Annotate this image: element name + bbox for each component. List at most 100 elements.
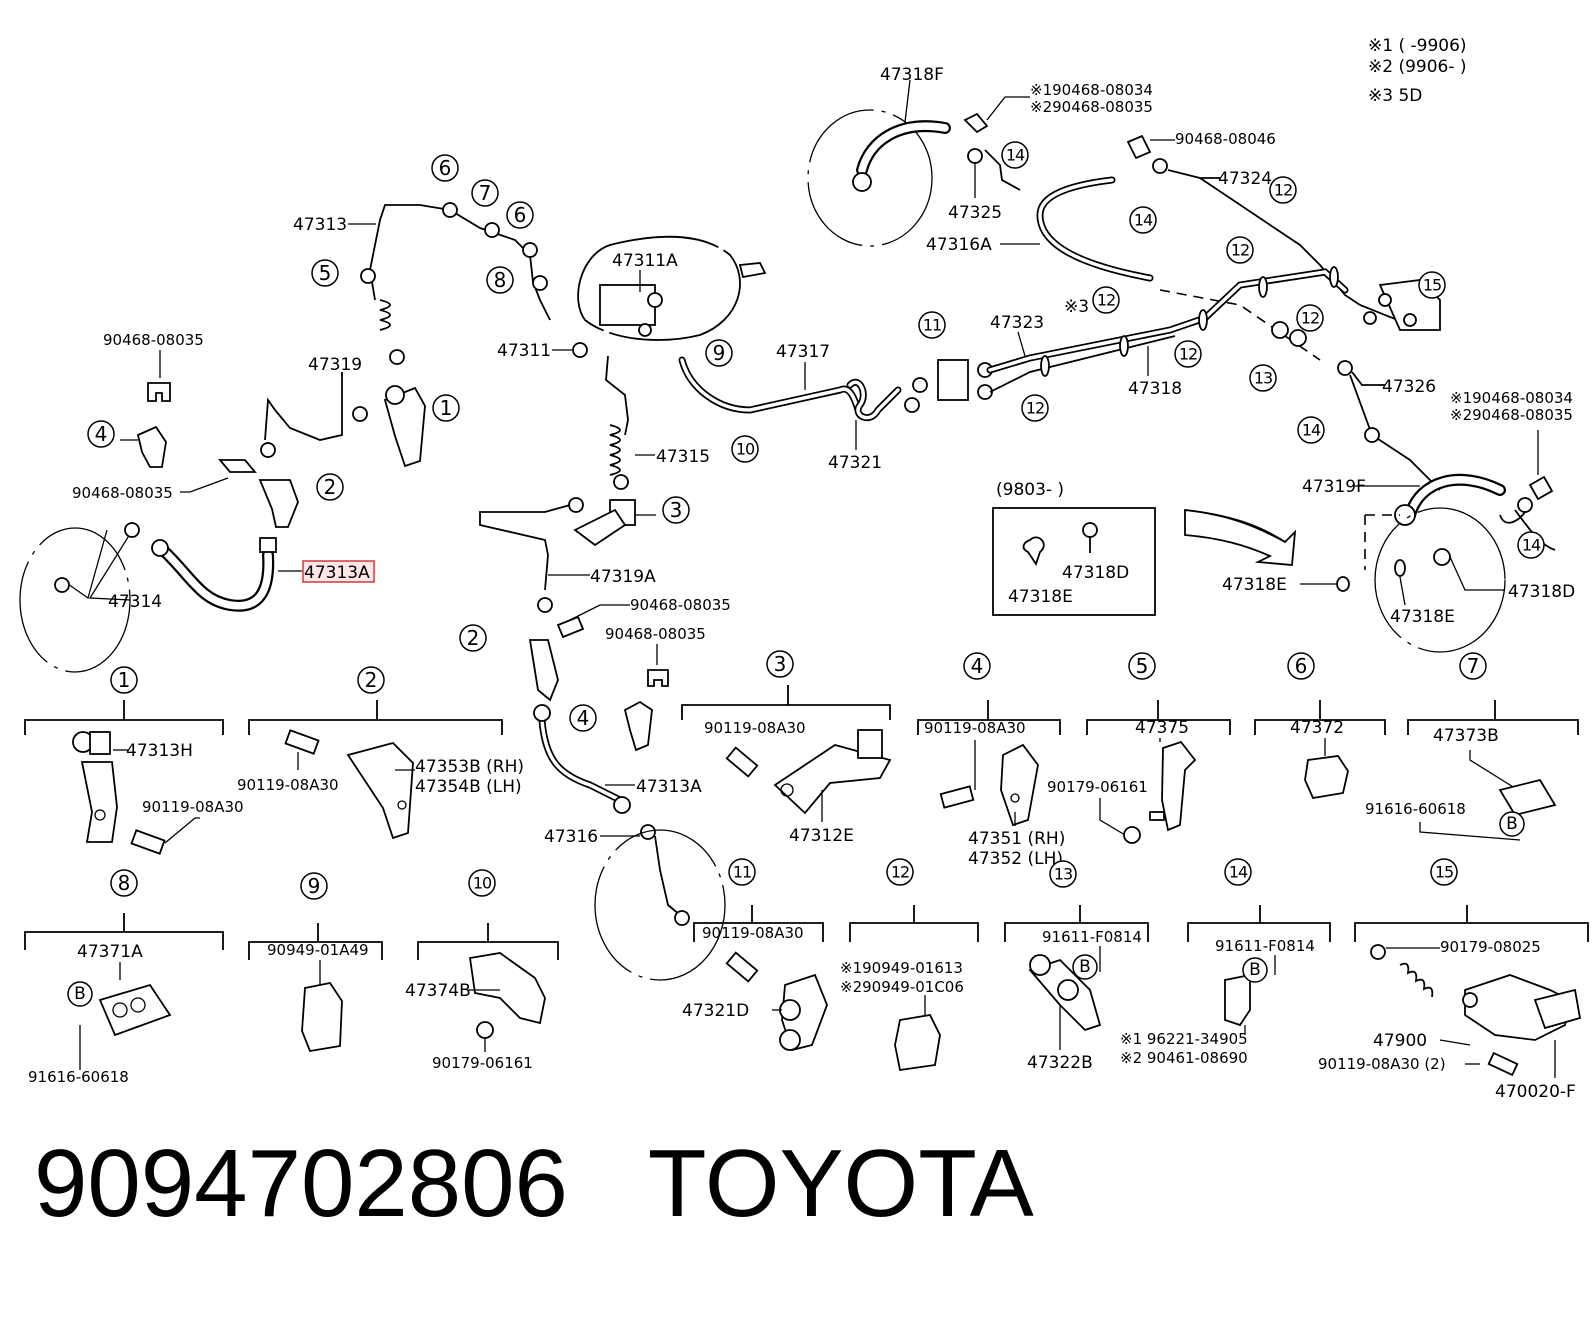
svg-text:14: 14 — [1302, 421, 1321, 440]
label-90119-08A30e: 90119-08A30 — [702, 924, 804, 942]
label-47371A: 47371A — [77, 942, 143, 962]
svg-text:5: 5 — [319, 261, 332, 285]
reference-marker-b: B — [1499, 811, 1525, 837]
detail-box-7: 47373B 91616-60618 — [1365, 700, 1579, 841]
callout-1: 1 — [110, 666, 138, 694]
svg-text:14: 14 — [1229, 863, 1248, 882]
callout-14: 14 — [1001, 141, 1029, 169]
svg-text:14: 14 — [1522, 536, 1541, 555]
callout-11: 11 — [918, 311, 946, 339]
callout-12: 12 — [1021, 394, 1049, 422]
label-47373B: 47373B — [1433, 726, 1499, 746]
callout-14: 14 — [1297, 416, 1325, 444]
svg-text:14: 14 — [1006, 146, 1025, 165]
label-91611-F0814b: 91611-F0814 — [1215, 937, 1315, 955]
label-alt4a: ※1 96221-34905 — [1120, 1030, 1248, 1048]
label-90179-06161a: 90179-06161 — [1047, 778, 1148, 796]
callout-10: 10 — [468, 869, 496, 897]
label-47318E: 47318E — [1008, 587, 1073, 607]
callout-6: 6 — [431, 154, 459, 182]
clip-icon-2 — [1126, 134, 1152, 160]
label-alt3b: ※290949-01C06 — [840, 978, 964, 996]
svg-text:4: 4 — [577, 706, 590, 730]
callout-7: 7 — [1459, 652, 1487, 680]
svg-text:10: 10 — [736, 440, 755, 459]
callout-5: 5 — [311, 259, 339, 287]
label-9803: (9803- ) — [996, 480, 1064, 500]
svg-text:B: B — [1249, 960, 1261, 980]
svg-text:12: 12 — [1026, 399, 1044, 418]
label-47313: 47313 — [293, 215, 347, 235]
label-90468-08046: 90468-08046 — [1175, 130, 1276, 148]
label-90119-08A30c: 90119-08A30 — [704, 719, 806, 737]
label-47313A-b: 47313A — [636, 777, 702, 797]
callout-4: 4 — [87, 420, 115, 448]
label-90949-01A49: 90949-01A49 — [267, 941, 369, 959]
clip-icon — [963, 112, 989, 134]
callout-14: 14 — [1224, 858, 1252, 886]
label-47316: 47316 — [544, 827, 598, 847]
label-47325: 47325 — [948, 203, 1002, 223]
svg-text:11: 11 — [923, 316, 941, 335]
svg-text:4: 4 — [971, 654, 984, 678]
label-alt1a: ※190468-08034 — [1030, 81, 1153, 99]
highlight-47313A[interactable] — [302, 560, 375, 583]
label-47321: 47321 — [828, 453, 882, 473]
svg-text:7: 7 — [1467, 654, 1480, 678]
callout-13: 13 — [1249, 364, 1277, 392]
label-alt3a: ※190949-01613 — [840, 959, 963, 977]
label-47323: 47323 — [990, 313, 1044, 333]
label-47313A[interactable]: 47313A — [304, 563, 370, 583]
detail-box-12: ※190949-01613 ※290949-01C06 — [840, 905, 979, 1072]
label-47315: 47315 — [656, 447, 710, 467]
reference-marker-b: B — [1242, 957, 1268, 983]
svg-text:15: 15 — [1423, 276, 1441, 295]
label-47321D: 47321D — [682, 1001, 749, 1021]
label-90179-06161b: 90179-06161 — [432, 1054, 533, 1072]
label-47314: 47314 — [108, 592, 162, 612]
svg-text:8: 8 — [494, 268, 507, 292]
label-47354B: 47354B (LH) — [415, 777, 522, 797]
version-notes: ※1 ( -9906) ※2 (9906- ) ※3 5D — [1368, 36, 1467, 106]
label-47312E: 47312E — [789, 826, 854, 846]
center-lower-pipes: 47315 47319A 90468-08035 90468-08035 473… — [479, 355, 731, 981]
svg-text:1: 1 — [118, 668, 131, 692]
callout-12: 12 — [1269, 176, 1297, 204]
part-number: 9094702806 — [34, 1130, 568, 1237]
callout-11: 11 — [728, 858, 756, 886]
box-9803: (9803- ) 47318D 47318E — [992, 480, 1156, 616]
detail-box-14: 91611-F0814 ※1 96221-34905 ※2 90461-0869… — [1120, 905, 1331, 1067]
svg-text:12: 12 — [1231, 241, 1249, 260]
brand-name: TOYOTA — [647, 1130, 1034, 1237]
label-47900: 47900 — [1373, 1031, 1427, 1051]
svg-text:14: 14 — [1134, 211, 1153, 230]
front-right-hose-assembly: 47318F ※190468-08034 ※290468-08035 47325 — [807, 65, 1153, 247]
callout-12: 12 — [1174, 340, 1202, 368]
svg-text:12: 12 — [1301, 309, 1319, 328]
callout-2: 2 — [357, 666, 385, 694]
callout-10: 10 — [731, 435, 759, 463]
callout-9: 9 — [705, 339, 733, 367]
callout-6: 6 — [506, 201, 534, 229]
label-90179-08025: 90179-08025 — [1440, 938, 1541, 956]
svg-text:10: 10 — [473, 874, 492, 893]
label-47375: 47375 — [1135, 718, 1189, 738]
label-47318D: 47318D — [1062, 563, 1129, 583]
svg-text:4: 4 — [95, 422, 108, 446]
label-47374B: 47374B — [405, 981, 471, 1001]
label-47324: 47324 — [1218, 169, 1272, 189]
detail-box-8: 47371A 91616-60618 — [24, 913, 224, 1086]
svg-text:15: 15 — [1435, 863, 1453, 882]
detail-box-6: 47372 — [1254, 700, 1386, 800]
label-47316A: 47316A — [926, 235, 992, 255]
label-47319A: 47319A — [590, 567, 656, 587]
label-alt2a: ※190468-08034 — [1450, 389, 1573, 407]
rear-hose-assembly: 47319F ※190468-08034 ※290468-08035 47318… — [1184, 389, 1575, 653]
callout-12: 12 — [1226, 236, 1254, 264]
callout-2: 2 — [316, 473, 344, 501]
svg-text:6: 6 — [514, 203, 527, 227]
svg-text:6: 6 — [1295, 654, 1308, 678]
detail-box-1: 47313H 90119-08A30 — [24, 700, 244, 855]
svg-text:B: B — [1079, 957, 1091, 977]
